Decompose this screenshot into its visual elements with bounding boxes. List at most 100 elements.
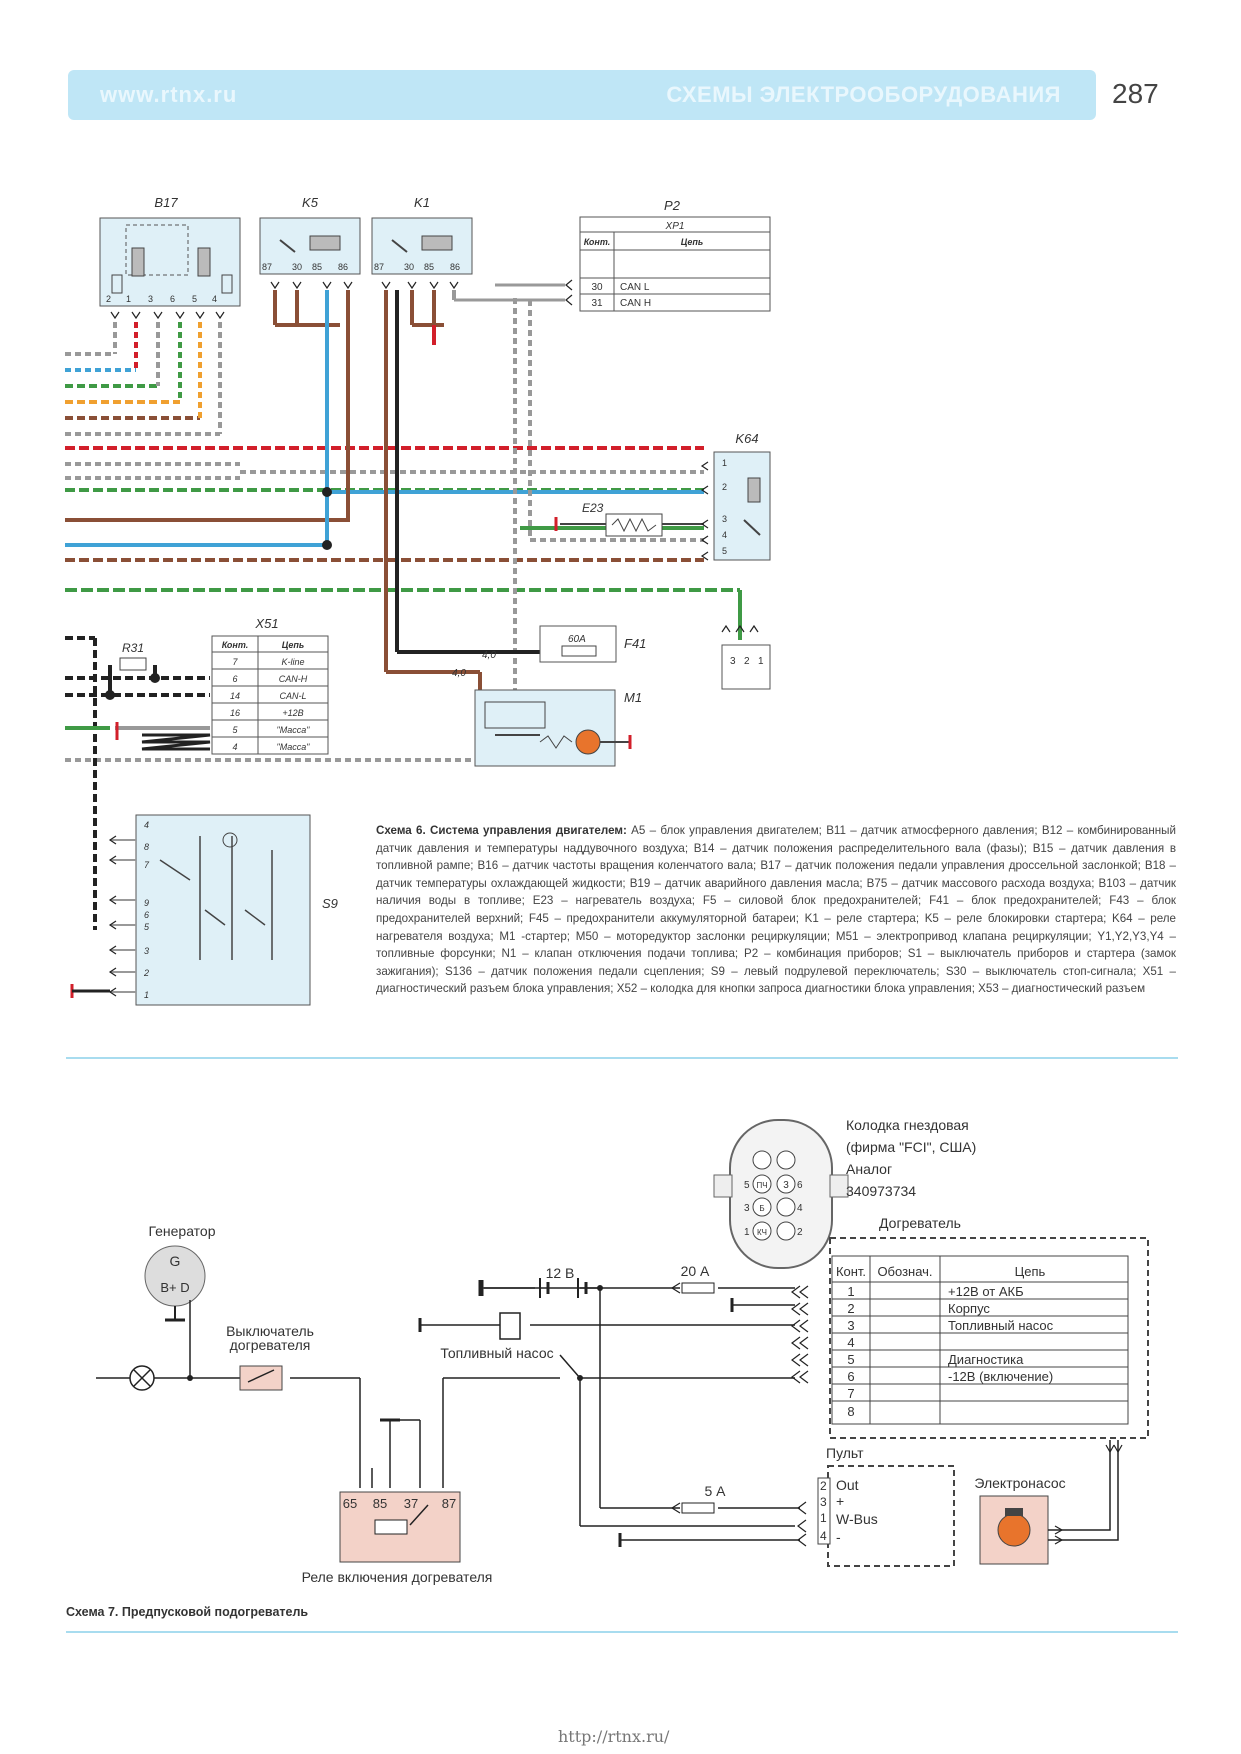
k5-pin: 85 (312, 262, 322, 272)
fuse-20a: 20 А (681, 1263, 715, 1294)
battery: 12 В (478, 1265, 588, 1298)
x51-cell: CAN-H (279, 674, 308, 684)
connector-pin: 2 (797, 1227, 803, 1238)
figure-caption-6: Схема 6. Система управления двигателем: … (376, 822, 1176, 998)
caption6-title: Схема 6. Система управления двигателем: (376, 824, 627, 837)
s9-wires (110, 839, 136, 993)
k1-pin: 87 (374, 262, 384, 272)
heater-cell: -12В (включение) (948, 1369, 1053, 1384)
x51-cell: CAN-L (279, 691, 306, 701)
air-heater-e23: E23 (554, 501, 704, 537)
generator: Генератор G B+ D (144, 1223, 216, 1378)
pult-pin: 3 (820, 1495, 827, 1509)
k64-pin: 5 (722, 546, 727, 556)
fuse-block-f41: 60A F41 4,0 4,0 (452, 625, 646, 679)
heater-cell: 7 (847, 1386, 854, 1401)
k64-pin: 2 (722, 482, 727, 492)
label-k1: K1 (414, 195, 430, 210)
heater-cell: 5 (847, 1352, 854, 1367)
pult-pin: 1 (820, 1511, 827, 1525)
connector-desc: 340973734 (846, 1183, 916, 1199)
junction-dot (150, 673, 160, 683)
p2-cell: 30 (591, 282, 603, 293)
x51-cell: 5 (232, 725, 238, 735)
label-s9: S9 (322, 896, 338, 911)
heater-header: Конт. (836, 1264, 866, 1279)
heater-header: Обознач. (877, 1264, 932, 1279)
label-b17: B17 (154, 195, 178, 210)
junction-dot (577, 1375, 583, 1381)
junction-dot (322, 540, 332, 550)
connector-housing: 5 3 1 6 4 2 ПЧ Б КЧ 3 (713, 1119, 849, 1269)
relay-pin: 85 (373, 1496, 387, 1511)
diagnostic-connector-x51: X51 Конт. Цепь 7 K-line 6 CAN-H 14 CAN-L… (211, 616, 329, 755)
battery-label: 12 В (546, 1265, 575, 1281)
relay-label: Реле включения догревателя (302, 1569, 493, 1585)
conn3-pin: 1 (758, 656, 764, 667)
b17-pin: 2 (106, 294, 111, 304)
connector-arrows (108, 279, 759, 997)
s9-pin: 1 (144, 990, 149, 1000)
heater-wires (96, 1287, 800, 1541)
relay-pin: 37 (404, 1496, 418, 1511)
connector-desc: (фирма "FCI", США) (846, 1139, 976, 1155)
label-k5: K5 (302, 195, 319, 210)
relay-k5: K5 87 30 85 86 (259, 195, 361, 275)
k5-pin: 87 (262, 262, 272, 272)
heater-connector-table: Догреватель Конт. Обознач. Цепь 1 +12В о… (829, 1215, 1149, 1439)
k1-pin: 30 (404, 262, 414, 272)
relay-wires (273, 290, 560, 690)
x51-cell: 4 (232, 742, 237, 752)
s9-pin: 9 (144, 898, 149, 908)
caption6-text: A5 – блок управления двигателем; B11 – д… (376, 824, 1176, 996)
b17-pin: 4 (212, 294, 217, 304)
elnasos-label: Электронасос (974, 1475, 1065, 1491)
pult-pin: 4 (820, 1529, 827, 1543)
x51-cell: +12B (282, 708, 303, 718)
junction-dot (105, 690, 115, 700)
switch-label: догревателя (230, 1337, 311, 1353)
s9-pin: 7 (144, 860, 150, 870)
s9-pin: 5 (144, 922, 150, 932)
heater-cell: 4 (847, 1335, 854, 1350)
b17-pin: 6 (170, 294, 175, 304)
control-panel: Пульт 2 3 1 4 Out + W-Bus - (817, 1445, 955, 1567)
s9-pin: 8 (144, 842, 149, 852)
wire-gauge: 4,0 (482, 650, 496, 661)
b17-pin: 5 (192, 294, 197, 304)
heater-header: Цепь (1015, 1264, 1046, 1279)
x51-cell: 14 (230, 691, 240, 701)
relay-pin: 87 (442, 1496, 456, 1511)
divider (66, 1631, 1178, 1633)
b17-pin: 1 (126, 294, 131, 304)
x51-cell: 6 (232, 674, 237, 684)
instrument-cluster-p2: P2 XP1 Конт. Цепь 30 CAN L 31 CAN H (579, 198, 771, 312)
header-site: www.rtnx.ru (100, 82, 238, 107)
connector-pin: 1 (744, 1227, 750, 1238)
b17-pin: 3 (148, 294, 153, 304)
pult-signal: + (836, 1493, 844, 1509)
page-number: 287 (1112, 78, 1159, 109)
starter-m1: M1 (474, 689, 642, 767)
p2-cell: CAN H (620, 298, 651, 309)
connector-pin: КЧ (757, 1228, 767, 1237)
fuse-60a-label: 60A (568, 634, 586, 645)
k5-pin: 30 (292, 262, 302, 272)
label-f41: F41 (624, 636, 646, 651)
connector-pin: 4 (797, 1203, 803, 1214)
k5-pin: 86 (338, 262, 348, 272)
s9-pin: 3 (144, 946, 149, 956)
s9-pin: 6 (144, 910, 149, 920)
label-r31: R31 (122, 641, 144, 655)
pult-pin: 2 (820, 1479, 827, 1493)
heater-cell: 6 (847, 1369, 854, 1384)
generator-label: Генератор (148, 1223, 215, 1239)
p2-header: Конт. (584, 237, 611, 247)
header-section: СХЕМЫ ЭЛЕКТРООБОРУДОВАНИЯ (666, 82, 1061, 107)
connector-desc: Аналог (846, 1161, 892, 1177)
footer-url: http://rtnx.ru/ (558, 1727, 670, 1746)
label-p2: P2 (664, 198, 681, 213)
label-m1: M1 (624, 690, 642, 705)
fuel-pump: Топливный насос (440, 1312, 554, 1361)
